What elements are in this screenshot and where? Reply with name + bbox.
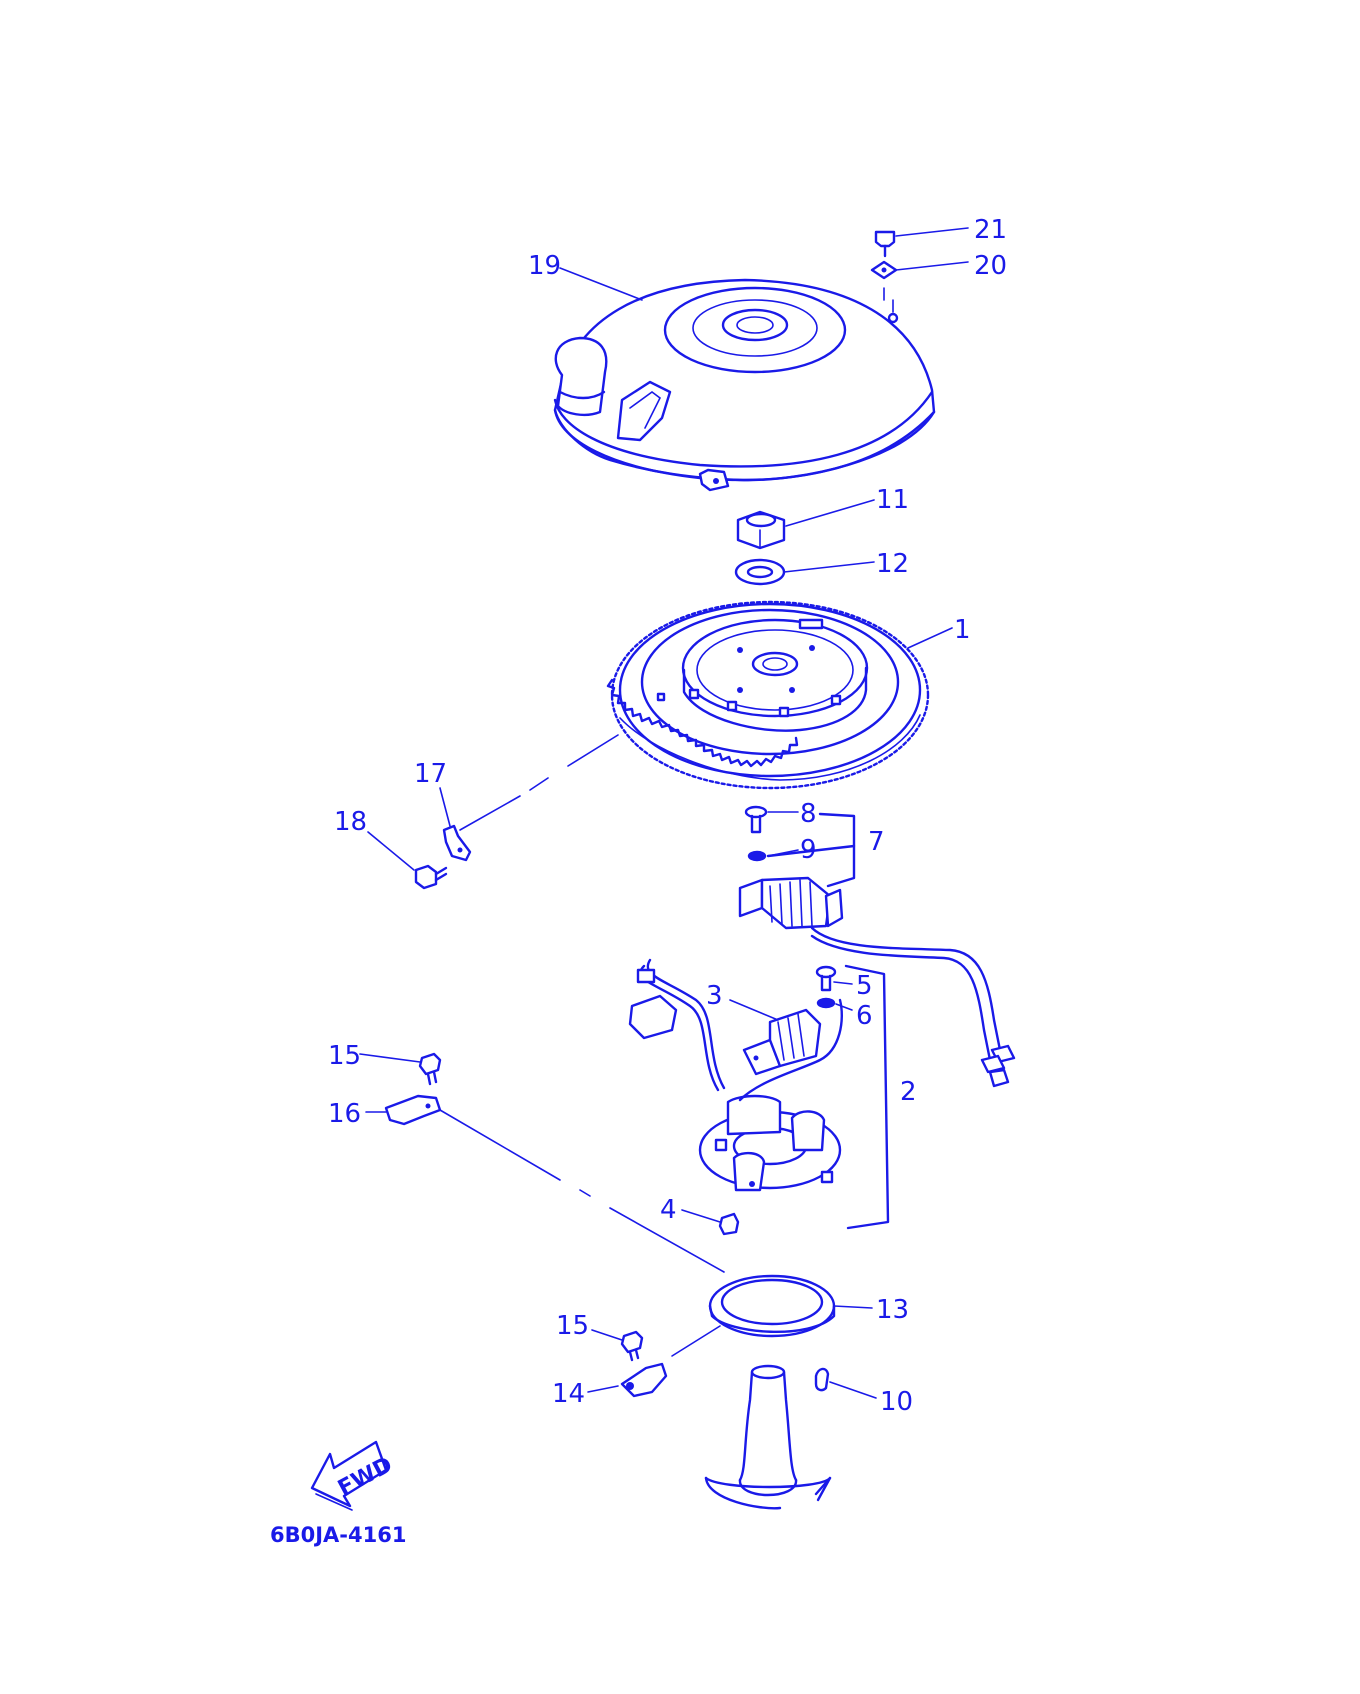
drawing-code: 6B0JA-4161 — [270, 1523, 406, 1547]
crankshaft — [704, 1364, 832, 1510]
coil-bolt-8 — [744, 805, 768, 834]
stator-screw-4 — [718, 1212, 740, 1236]
callout-numbers: 19 21 20 11 12 1 17 18 8 9 7 3 5 6 2 15 … — [328, 215, 1007, 1417]
stator-washer-6 — [816, 997, 836, 1009]
callout-15-lower: 15 — [556, 1311, 589, 1341]
callout-7: 7 — [868, 827, 885, 857]
callout-3: 3 — [706, 981, 723, 1011]
callout-1: 1 — [954, 615, 971, 645]
fwd-arrow-icon: FWD — [310, 1440, 397, 1511]
retainer-ring — [708, 1274, 836, 1338]
cover-bolt — [874, 230, 896, 258]
callout-16: 16 — [328, 1099, 361, 1129]
callout-2: 2 — [900, 1077, 917, 1107]
callout-21: 21 — [974, 215, 1007, 245]
flywheel-nut — [736, 510, 786, 550]
callout-5: 5 — [856, 971, 873, 1001]
charge-coil — [738, 876, 1016, 1088]
callout-4: 4 — [660, 1195, 677, 1225]
clamp-bolt — [414, 864, 448, 890]
callout-12: 12 — [876, 549, 909, 579]
coil-washer-9 — [747, 850, 767, 862]
callout-13: 13 — [876, 1295, 909, 1325]
callout-10: 10 — [880, 1387, 913, 1417]
callout-8: 8 — [800, 799, 817, 829]
flywheel-cover — [553, 278, 936, 492]
callout-9: 9 — [800, 835, 817, 865]
bolt-15-lower — [620, 1330, 644, 1362]
leader-lines — [359, 227, 969, 1399]
flywheel-washer — [734, 558, 786, 586]
callout-15-upper: 15 — [328, 1041, 361, 1071]
clamp-16 — [384, 1094, 442, 1126]
callout-19: 19 — [528, 251, 561, 281]
callout-6: 6 — [856, 1001, 873, 1031]
callout-17: 17 — [414, 759, 447, 789]
callout-20: 20 — [974, 251, 1007, 281]
lead-clamp — [442, 824, 472, 862]
clamp-14 — [620, 1362, 668, 1398]
stator-screw-5 — [815, 965, 837, 992]
flywheel-magneto — [606, 600, 930, 790]
callout-18: 18 — [334, 807, 367, 837]
callout-11: 11 — [876, 485, 909, 515]
pulser-coil-3 — [742, 1008, 822, 1076]
woodruff-key — [814, 1367, 830, 1392]
callout-14: 14 — [552, 1379, 585, 1409]
bolt-15-upper — [418, 1052, 442, 1086]
stator-base — [628, 958, 843, 1192]
cover-washer — [870, 260, 898, 301]
